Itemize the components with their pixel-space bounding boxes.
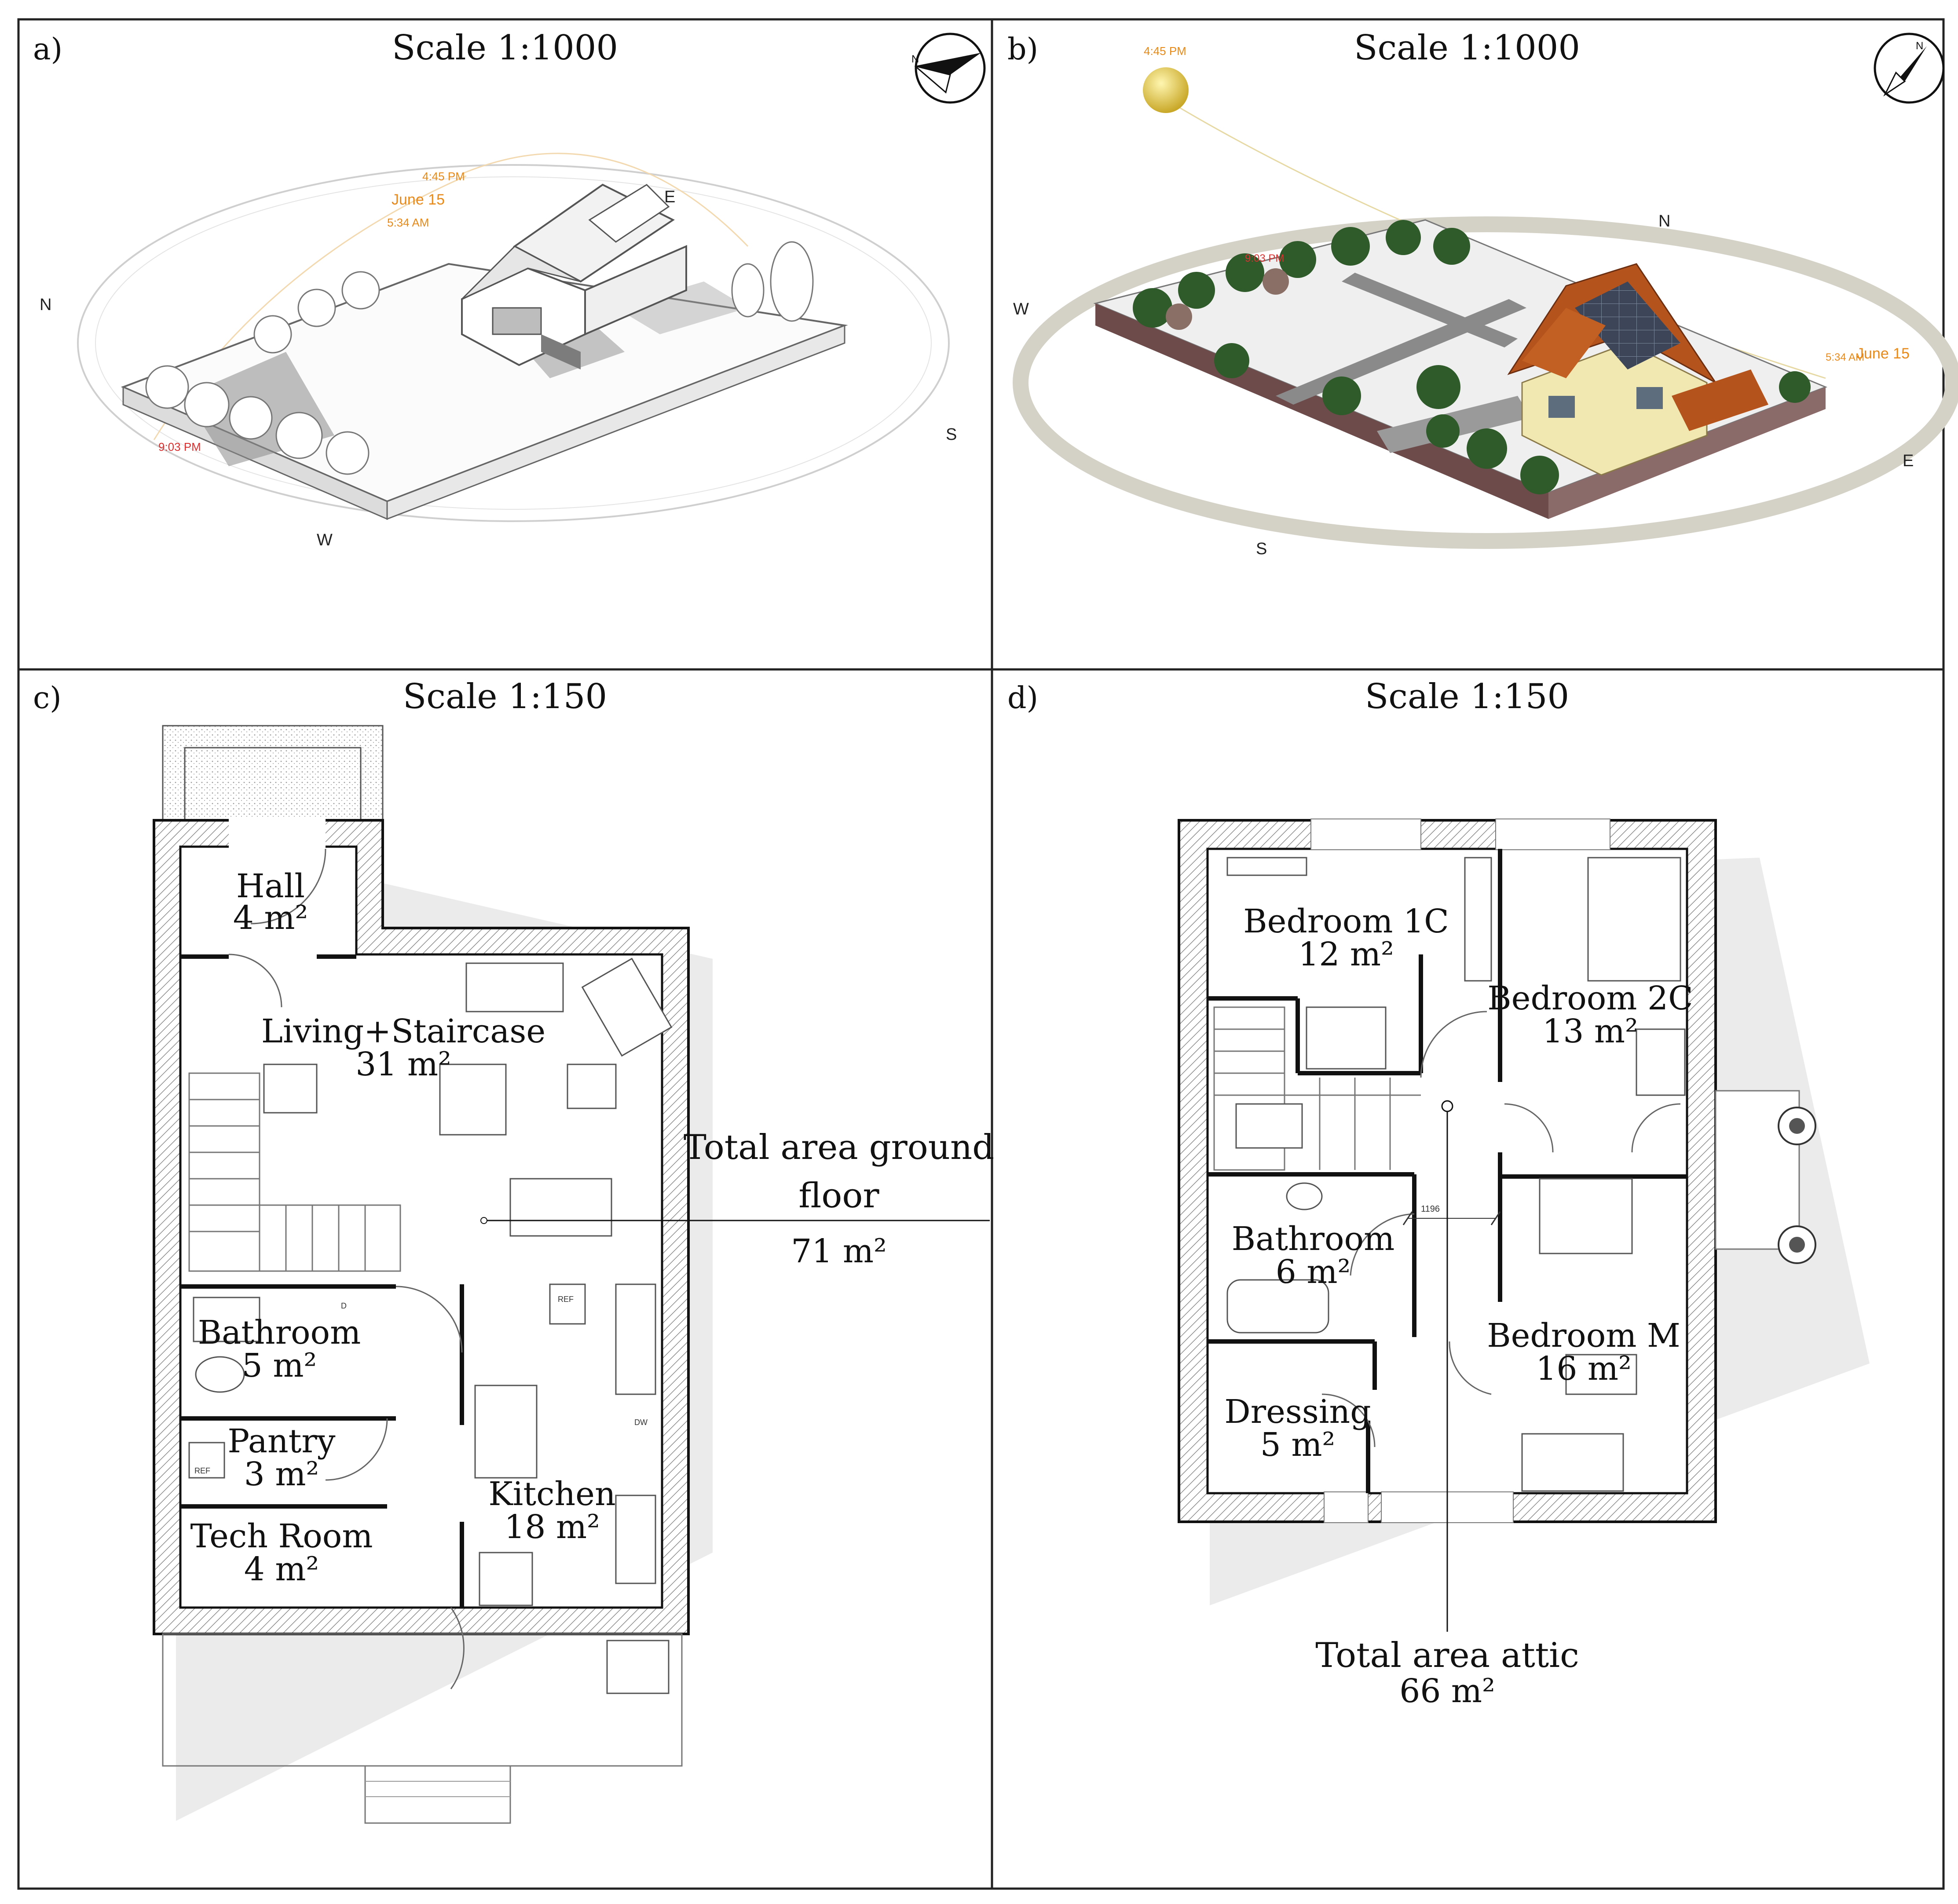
svg-text:N: N bbox=[911, 53, 919, 65]
svg-text:66 m²: 66 m² bbox=[1399, 1672, 1495, 1710]
ground-floor-plan: REF REF DW D bbox=[153, 725, 990, 1824]
fixture-dw: DW bbox=[634, 1418, 648, 1427]
svg-text:Bedroom M: Bedroom M bbox=[1487, 1317, 1680, 1355]
cardinal-n: N bbox=[1658, 212, 1670, 230]
room-label-attic-bathroom: Bathroom 6 m² bbox=[1232, 1220, 1395, 1291]
svg-text:6 m²: 6 m² bbox=[1276, 1253, 1350, 1291]
sun-time-label: 9:03 PM bbox=[158, 440, 201, 453]
room-label-bathroom: Bathroom 5 m² bbox=[198, 1314, 361, 1385]
sun-date-label: June 15 bbox=[392, 191, 445, 208]
panel-b-site-render: 4:45 PM 9:03 PM 5:34 AM June 15 N W E S bbox=[1013, 44, 1958, 558]
sun-time-label: 9:03 PM bbox=[1245, 252, 1284, 264]
fixture-ref: REF bbox=[194, 1466, 210, 1475]
compass-icon: N bbox=[911, 33, 986, 104]
svg-text:Hall: Hall bbox=[236, 867, 305, 905]
panel-a-letter: a) bbox=[33, 32, 62, 67]
room-label-dressing: Dressing 5 m² bbox=[1224, 1393, 1371, 1464]
sun-time-label: 5:34 AM bbox=[387, 216, 429, 229]
cardinal-n: N bbox=[40, 296, 51, 314]
svg-text:12 m²: 12 m² bbox=[1298, 936, 1394, 973]
sun-time-label: 5:34 AM bbox=[1826, 351, 1864, 363]
svg-text:floor: floor bbox=[798, 1176, 879, 1216]
compass-icon: N bbox=[1874, 33, 1945, 104]
room-label-pantry: Pantry 3 m² bbox=[227, 1422, 335, 1493]
room-label-hall: Hall 4 m² bbox=[233, 867, 308, 937]
svg-text:Kitchen: Kitchen bbox=[488, 1475, 615, 1513]
panel-c-scale: Scale 1:150 bbox=[403, 677, 607, 716]
panel-frame bbox=[17, 18, 1945, 1890]
room-label-bedroom-m: Bedroom M 16 m² bbox=[1487, 1317, 1680, 1388]
svg-text:Total area attic: Total area attic bbox=[1315, 1636, 1579, 1675]
svg-text:4 m²: 4 m² bbox=[233, 899, 308, 937]
fixture-d: D bbox=[341, 1301, 347, 1310]
cardinal-s: S bbox=[1256, 540, 1267, 558]
svg-text:3 m²: 3 m² bbox=[244, 1455, 319, 1493]
cardinal-w: W bbox=[317, 531, 333, 549]
room-label-bedroom-1c: Bedroom 1C 12 m² bbox=[1243, 903, 1449, 973]
svg-text:71 m²: 71 m² bbox=[791, 1232, 887, 1270]
panel-c-letter: c) bbox=[33, 681, 62, 716]
svg-text:Bathroom: Bathroom bbox=[1232, 1220, 1395, 1258]
room-label-kitchen: Kitchen 18 m² bbox=[488, 1475, 615, 1546]
svg-text:Bathroom: Bathroom bbox=[198, 1314, 361, 1352]
attic-total: Total area attic 66 m² bbox=[1315, 1636, 1579, 1710]
cardinal-w: W bbox=[1013, 300, 1029, 318]
dimension-label: 1196 bbox=[1421, 1204, 1440, 1214]
svg-text:5 m²: 5 m² bbox=[1260, 1426, 1335, 1464]
cardinal-e: E bbox=[1903, 452, 1914, 470]
svg-text:18 m²: 18 m² bbox=[504, 1508, 600, 1546]
svg-text:Total area ground: Total area ground bbox=[684, 1128, 994, 1167]
fixture-ref: REF bbox=[558, 1295, 574, 1304]
sun-date-label: June 15 bbox=[1856, 345, 1910, 362]
svg-text:4 m²: 4 m² bbox=[244, 1550, 319, 1588]
cardinal-e: E bbox=[664, 188, 675, 206]
cardinal-s: S bbox=[946, 425, 957, 444]
svg-text:31 m²: 31 m² bbox=[355, 1045, 451, 1083]
svg-text:13 m²: 13 m² bbox=[1542, 1012, 1638, 1050]
attic-plan: 1196 bbox=[1178, 819, 1870, 1632]
panel-b-scale: Scale 1:1000 bbox=[1354, 28, 1580, 68]
svg-text:16 m²: 16 m² bbox=[1536, 1350, 1632, 1388]
svg-text:Tech Room: Tech Room bbox=[190, 1517, 373, 1555]
sun-time-label: 4:45 PM bbox=[422, 170, 465, 183]
svg-text:Bedroom 2C: Bedroom 2C bbox=[1487, 979, 1693, 1017]
svg-text:N: N bbox=[1916, 40, 1923, 52]
svg-text:Living+Staircase: Living+Staircase bbox=[261, 1012, 545, 1050]
svg-text:Bedroom 1C: Bedroom 1C bbox=[1243, 903, 1449, 940]
panel-d-scale: Scale 1:150 bbox=[1365, 677, 1569, 716]
svg-text:5 m²: 5 m² bbox=[242, 1347, 317, 1385]
panel-a-site-render: 4:45 PM June 15 5:34 AM 9:03 PM N E S W bbox=[40, 153, 957, 549]
panel-d-letter: d) bbox=[1007, 681, 1038, 716]
room-label-tech-room: Tech Room 4 m² bbox=[190, 1517, 373, 1588]
sun-time-label: 4:45 PM bbox=[1144, 44, 1186, 58]
svg-text:Pantry: Pantry bbox=[227, 1422, 335, 1460]
room-label-bedroom-2c: Bedroom 2C 13 m² bbox=[1487, 979, 1693, 1050]
ground-floor-total: Total area ground floor 71 m² bbox=[684, 1128, 994, 1270]
panel-b-letter: b) bbox=[1007, 32, 1038, 67]
room-label-living: Living+Staircase 31 m² bbox=[261, 1012, 545, 1083]
svg-text:Dressing: Dressing bbox=[1224, 1393, 1371, 1431]
panel-a-scale: Scale 1:1000 bbox=[392, 28, 618, 68]
